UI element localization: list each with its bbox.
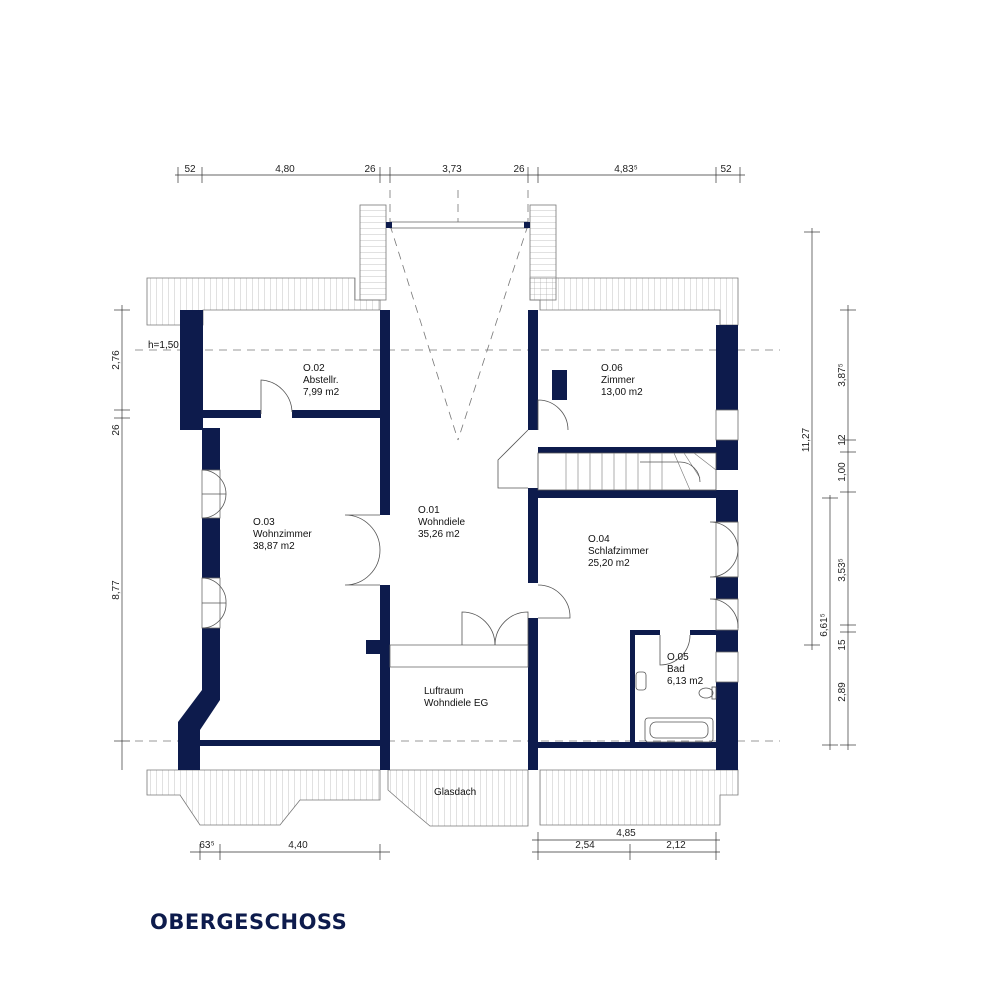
luftraum-label: Luftraum <box>424 686 463 697</box>
dim-right-inner-3: 1,00 <box>837 462 848 482</box>
dim-right-outer-1: 11,27 <box>801 427 812 452</box>
room-o02-id: O.02 <box>303 363 325 374</box>
room-o02-area: 7,99 m2 <box>303 387 340 398</box>
room-o04-id: O.04 <box>588 534 610 545</box>
dim-bottom-right-2: 2,54 <box>575 840 595 851</box>
door-swings <box>201 379 739 666</box>
room-o05-name: Bad <box>667 664 685 675</box>
dim-top-2: 4,80 <box>275 164 295 175</box>
room-o05-id: O.05 <box>667 652 689 663</box>
room-o01-id: O.01 <box>418 505 440 516</box>
dim-right-outer-2: 6,61⁵ <box>819 613 830 637</box>
dimension-texts: 52 4,80 26 3,73 26 4,83⁵ 52 2,76 26 8,77… <box>111 164 848 851</box>
floor-title: OBERGESCHOSS <box>150 910 348 934</box>
dim-left-3: 8,77 <box>111 580 122 600</box>
dim-top-5: 26 <box>513 164 525 175</box>
dim-top-7: 52 <box>720 164 732 175</box>
room-o01-name: Wohndiele <box>418 517 466 528</box>
room-o03-name: Wohnzimmer <box>253 529 312 540</box>
dim-bottom-right-1: 4,85 <box>616 828 636 839</box>
dim-right-inner-4: 3,53⁵ <box>837 558 848 582</box>
glasdach-label: Glasdach <box>434 787 476 798</box>
dim-bottom-left-2: 4,40 <box>288 840 308 851</box>
room-o01-area: 35,26 m2 <box>418 529 460 540</box>
dim-left-2: 26 <box>111 424 122 436</box>
dimension-lines <box>114 167 856 860</box>
dim-right-inner-6: 2,89 <box>837 682 848 702</box>
room-labels: h=1,50 O.02 Abstellr. 7,99 m2 O.06 Zimme… <box>148 340 704 798</box>
room-o04-name: Schlafzimmer <box>588 546 649 557</box>
height-label: h=1,50 <box>148 340 179 351</box>
room-o03-id: O.03 <box>253 517 275 528</box>
room-o05-area: 6,13 m2 <box>667 676 704 687</box>
bathroom-fixtures <box>635 671 717 743</box>
dim-top-1: 52 <box>184 164 196 175</box>
dim-bottom-right-3: 2,12 <box>666 840 686 851</box>
room-o06-id: O.06 <box>601 363 623 374</box>
room-o02-name: Abstellr. <box>303 375 339 386</box>
dim-left-1: 2,76 <box>111 350 122 370</box>
dim-right-inner-2: 12 <box>837 434 848 446</box>
dim-top-6: 4,83⁵ <box>614 164 638 175</box>
dashed-reference-lines <box>135 190 780 742</box>
dim-bottom-left-1: 63⁵ <box>199 840 214 851</box>
walls <box>178 310 738 770</box>
room-o04-area: 25,20 m2 <box>588 558 630 569</box>
dim-top-3: 26 <box>364 164 376 175</box>
luftraum-sublabel: Wohndiele EG <box>424 698 489 709</box>
room-o06-name: Zimmer <box>601 375 636 386</box>
roof-areas <box>146 204 739 827</box>
room-o03-area: 38,87 m2 <box>253 541 295 552</box>
dim-right-inner-1: 3,87⁵ <box>837 363 848 387</box>
dim-top-4: 3,73 <box>442 164 462 175</box>
dim-right-inner-5: 15 <box>837 639 848 651</box>
room-o06-area: 13,00 m2 <box>601 387 643 398</box>
staircase <box>537 452 717 491</box>
